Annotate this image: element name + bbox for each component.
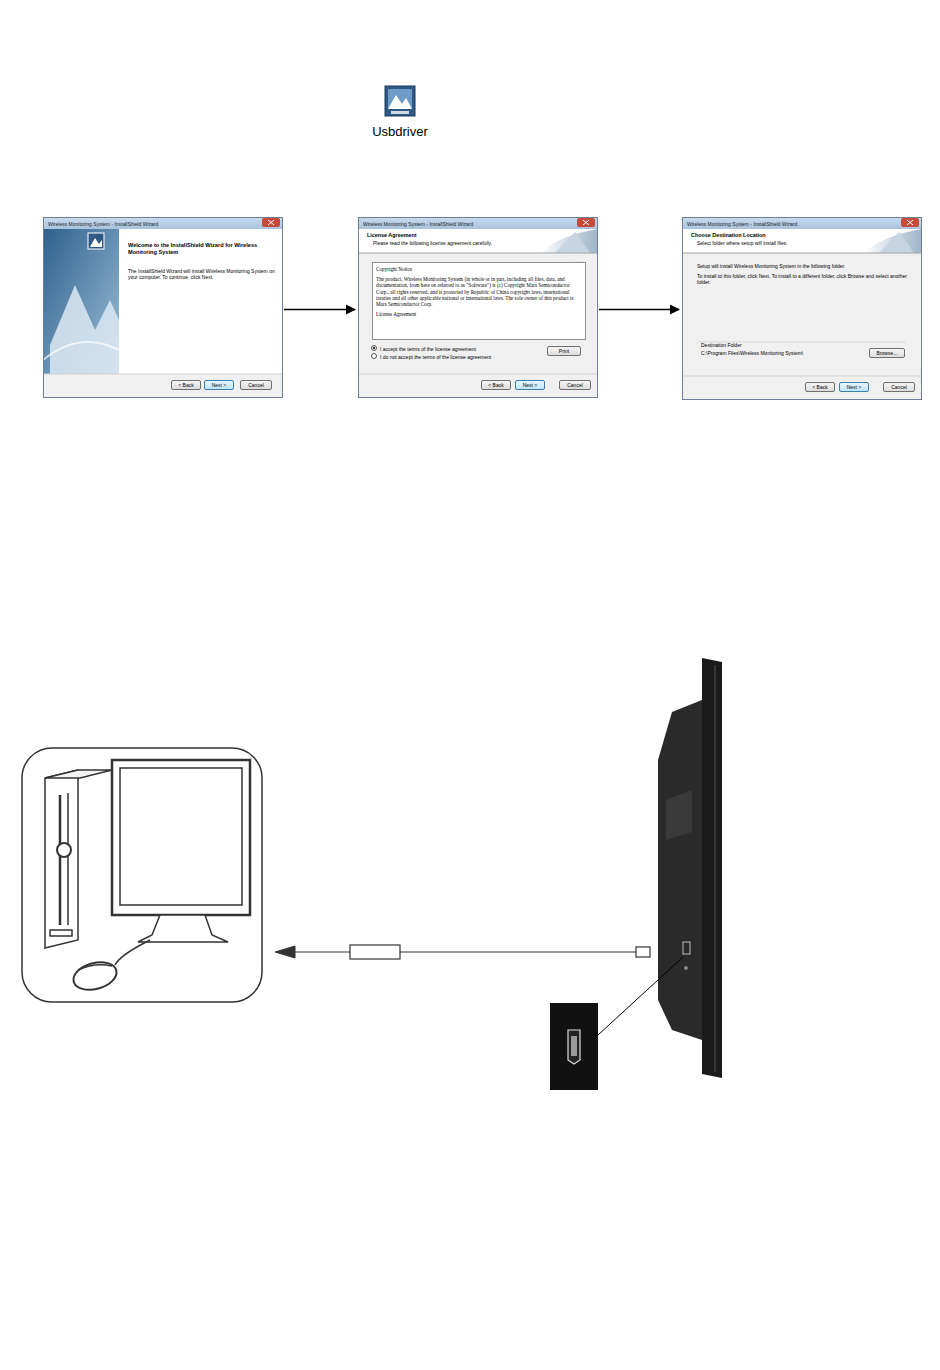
dialog-text: Choose Destination Location (691, 232, 851, 238)
dialog-text: License Agreement (367, 232, 527, 238)
dialog-text: Please read the following license agreem… (373, 240, 543, 246)
dialog-button: Print (547, 346, 581, 356)
dialog-button: < Back (805, 382, 835, 392)
installer-window: Wireless Monitoring System - InstallShie… (43, 217, 283, 398)
dialog-text: Destination Folder (701, 342, 821, 348)
dialog-button: Browse... (869, 348, 905, 358)
installer-window: Wireless Monitoring System - InstallShie… (358, 217, 598, 398)
dialog-button: Next > (204, 380, 234, 390)
button-text: Cancel (248, 382, 264, 388)
dialog-button: Next > (515, 380, 545, 390)
button-text: Copyright Notice (376, 266, 575, 272)
dialog-text: Select folder where setup will install f… (697, 240, 867, 246)
dialog-text: Welcome to the InstallShield Wizard for … (128, 242, 276, 255)
usb-port-inset (550, 957, 683, 1090)
button-text: Next > (212, 382, 227, 388)
dialog-text: Setup will install Wireless Monitoring S… (697, 263, 907, 269)
window-title: Wireless Monitoring System - InstallShie… (687, 221, 887, 227)
dialog-text: To install to this folder, click Next. T… (697, 273, 907, 285)
button-text: Print (559, 348, 569, 354)
button-text: Browse... (877, 350, 898, 356)
license-text-box: Copyright NoticeThe product, Wireless Mo… (372, 262, 586, 340)
dialog-text: I do not accept the terms of the license… (380, 354, 530, 360)
button-text: Cancel (891, 384, 907, 390)
icon-label: Usbdriver (372, 124, 428, 139)
window-backdrop (358, 217, 598, 398)
button-text: < Back (812, 384, 827, 390)
usbdriver-icon (385, 86, 415, 116)
dialog-text: C:\Program Files\Wireless Monitoring Sys… (701, 350, 861, 356)
dialog-button: < Back (171, 380, 201, 390)
button-text: License Agreement (376, 311, 575, 317)
button-text: Next > (523, 382, 538, 388)
computer-illustration (22, 748, 262, 1002)
dialog-button: Next > (839, 382, 869, 392)
dialog-text: The InstallShield Wizard will install Wi… (128, 268, 276, 280)
dialog-text: I accept the terms of the license agreem… (380, 346, 530, 352)
dialog-button: < Back (481, 380, 511, 390)
installer-window: Wireless Monitoring System - InstallShie… (682, 217, 922, 400)
button-text: The product, Wireless Monitoring System … (376, 276, 575, 307)
window-backdrop (43, 217, 283, 398)
dialog-button: Cancel (883, 382, 915, 392)
dialog-button: Cancel (559, 380, 591, 390)
dialog-button: Cancel (240, 380, 272, 390)
button-text: < Back (488, 382, 503, 388)
usb-cable (275, 945, 650, 959)
flow-arrow (599, 309, 679, 311)
monitor-side-view (658, 658, 722, 1078)
button-text: Next > (847, 384, 862, 390)
window-title: Wireless Monitoring System - InstallShie… (48, 221, 248, 227)
button-text: Cancel (567, 382, 583, 388)
button-text: < Back (178, 382, 193, 388)
window-title: Wireless Monitoring System - InstallShie… (363, 221, 563, 227)
flow-arrow (284, 309, 355, 311)
window-backdrop (682, 217, 922, 400)
